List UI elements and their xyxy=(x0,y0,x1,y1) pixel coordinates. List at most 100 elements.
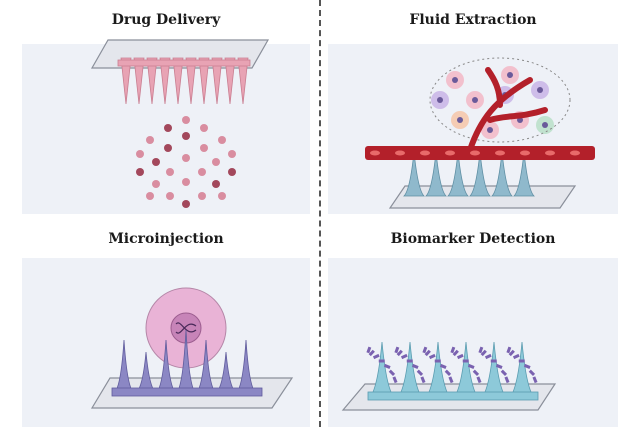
sensor-needle-array xyxy=(367,341,539,401)
biomarker-probe xyxy=(508,349,515,357)
drug-particle xyxy=(152,158,160,166)
tissue-cell-nucleus xyxy=(542,122,548,128)
drug-particle xyxy=(200,144,208,152)
drug-particle xyxy=(182,178,190,186)
biomarker-probe xyxy=(504,376,510,384)
biomarker-probe xyxy=(392,376,398,384)
biomarker-probe xyxy=(512,353,520,360)
title-fluid-extraction: Fluid Extraction xyxy=(409,12,537,28)
drug-needle xyxy=(185,57,197,105)
biomarker-probe xyxy=(448,376,454,384)
biomarker-probe xyxy=(506,346,512,354)
drug-particle xyxy=(136,150,144,158)
drug-particle xyxy=(146,136,154,144)
biomarker-probe xyxy=(428,353,436,360)
drug-particle xyxy=(146,192,154,200)
biomarker-probe xyxy=(406,359,413,363)
biomarker-probe xyxy=(480,349,487,357)
biomarker-probe xyxy=(388,369,396,376)
drug-particle xyxy=(198,192,206,200)
tissue-cell-nucleus xyxy=(537,87,543,93)
blood-cell xyxy=(370,150,380,156)
drug-needle xyxy=(159,57,171,105)
biomarker-probe xyxy=(411,363,419,369)
drug-particle xyxy=(198,168,206,176)
drug-particle xyxy=(200,124,208,132)
vessel-cells xyxy=(370,150,580,156)
biomarker-probe xyxy=(394,346,400,354)
biomarker-probe xyxy=(523,363,531,369)
microinjection-illustration xyxy=(90,287,294,409)
drug-needle-array xyxy=(117,57,251,105)
biomarker-probe xyxy=(420,376,426,384)
drug-particle xyxy=(182,116,190,124)
sensor-needle xyxy=(482,341,506,397)
sensor-needle xyxy=(454,341,478,397)
vessel-branch xyxy=(467,67,548,153)
drug-particle xyxy=(164,144,172,152)
biomarker-probe xyxy=(434,359,441,363)
sensor-needle xyxy=(426,341,450,397)
fluid-extraction-illustration xyxy=(365,57,595,209)
biomarker-probe xyxy=(528,369,536,376)
drug-particle xyxy=(228,168,236,176)
blood-cell xyxy=(570,150,580,156)
drug-particle xyxy=(218,192,226,200)
drug-needle xyxy=(198,57,210,105)
biomarker-probe xyxy=(452,349,459,357)
tissue-cell-nucleus xyxy=(452,77,458,83)
biomarker-probe xyxy=(500,369,508,376)
drug-needle xyxy=(133,57,145,105)
interstitial-region xyxy=(429,57,571,143)
biomarker-probe xyxy=(495,363,503,369)
injection-needle-strip xyxy=(111,387,263,397)
biomarker-probe xyxy=(368,349,375,357)
biomarker-probe xyxy=(424,349,431,357)
sensor-needle xyxy=(398,341,422,397)
drug-particle xyxy=(218,136,226,144)
biomarker-probe xyxy=(400,353,408,360)
tissue-cell-nucleus xyxy=(457,117,463,123)
drug-needle xyxy=(211,57,223,105)
biomarker-probe xyxy=(476,376,482,384)
biomarker-probe xyxy=(372,353,380,360)
biomarker-probe xyxy=(450,346,456,354)
sensor-needle-strip xyxy=(367,391,539,401)
tissue-cell-nucleus xyxy=(472,97,478,103)
biomarker-probe xyxy=(383,363,391,369)
drug-particle xyxy=(182,132,190,140)
tissue-cells xyxy=(429,57,571,143)
drug-particle xyxy=(166,192,174,200)
drug-particle xyxy=(164,124,172,132)
blood-cell xyxy=(445,150,455,156)
biomarker-probe xyxy=(366,346,372,354)
biomarker-probe xyxy=(467,363,475,369)
drug-particle xyxy=(182,154,190,162)
biomarker-probe xyxy=(478,346,484,354)
biomarker-probe xyxy=(422,346,428,354)
drug-particle xyxy=(212,180,220,188)
drug-needle xyxy=(224,57,236,105)
title-drug-delivery: Drug Delivery xyxy=(111,12,221,28)
injection-needle-array xyxy=(111,329,263,397)
biomarker-probe xyxy=(378,359,385,363)
blood-cell xyxy=(545,150,555,156)
center-divider xyxy=(319,0,321,427)
biomarker-probe xyxy=(396,349,403,357)
biomarker-probe xyxy=(444,369,452,376)
biomarker-probe xyxy=(490,359,497,363)
drug-needle-strip xyxy=(117,59,251,67)
biomarker-probe xyxy=(439,363,447,369)
sensor-needle xyxy=(370,341,394,397)
blood-cell xyxy=(495,150,505,156)
drug-particle xyxy=(228,150,236,158)
drug-particle xyxy=(212,158,220,166)
biomarker-detection-illustration xyxy=(341,341,557,411)
sensor-needle xyxy=(510,341,534,397)
extraction-needle-array xyxy=(403,151,535,197)
drug-particle xyxy=(182,200,190,208)
biomarker-probe xyxy=(416,369,424,376)
drug-needle xyxy=(146,57,158,105)
blood-cell xyxy=(470,150,480,156)
biomarker-probe xyxy=(532,376,538,384)
